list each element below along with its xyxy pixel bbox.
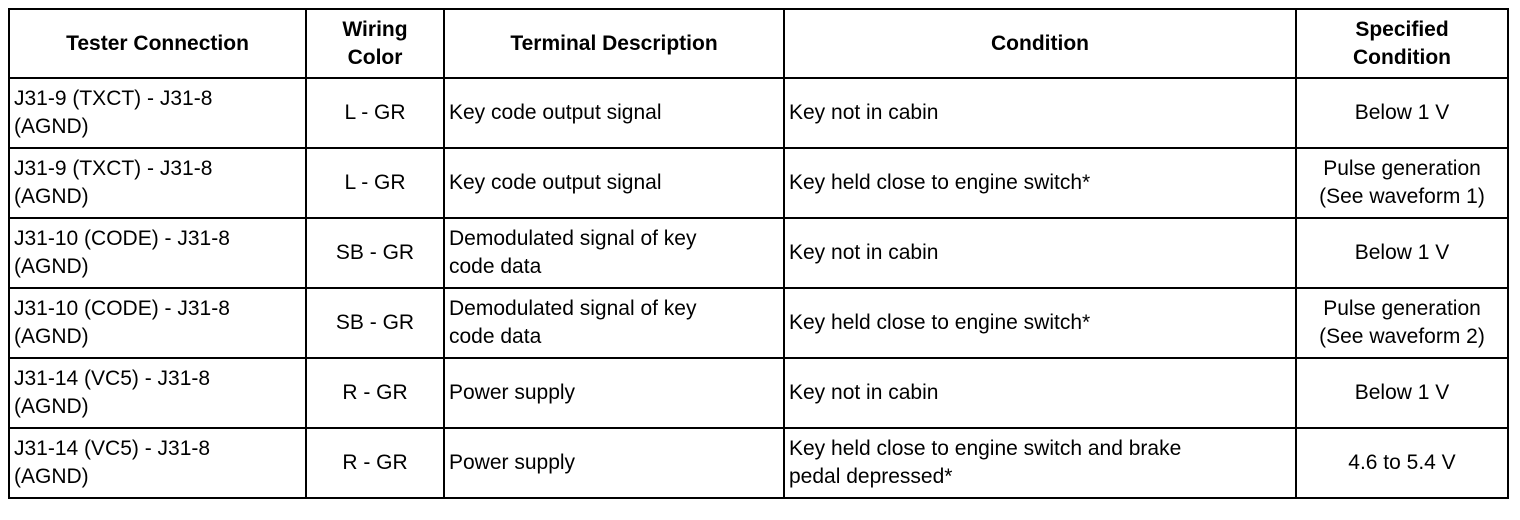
- cell-tester-connection: J31-10 (CODE) - J31-8(AGND): [8, 287, 307, 359]
- cell-text: Pulse generation(See waveform 2): [1319, 297, 1485, 348]
- cell-text: J31-10 (CODE) - J31-8(AGND): [14, 227, 230, 278]
- cell-text: Power supply: [449, 381, 576, 404]
- cell-text: Below 1 V: [1354, 241, 1450, 264]
- cell-text: Power supply: [449, 451, 576, 474]
- cell-tester-connection: J31-14 (VC5) - J31-8(AGND): [8, 427, 307, 499]
- cell-text: J31-14 (VC5) - J31-8(AGND): [14, 367, 211, 418]
- cell-text: Key code output signal: [449, 101, 662, 124]
- cell-terminal-description: Key code output signal: [443, 147, 785, 219]
- table-row: J31-9 (TXCT) - J31-8(AGND) L - GR Key co…: [8, 77, 1509, 149]
- cell-text: L - GR: [344, 101, 406, 124]
- cell-condition: Key not in cabin: [783, 357, 1297, 429]
- cell-text: Key held close to engine switch and brak…: [789, 437, 1182, 488]
- cell-text: Key not in cabin: [789, 101, 939, 124]
- header-label: Condition: [991, 31, 1089, 55]
- cell-tester-connection: J31-9 (TXCT) - J31-8(AGND): [8, 77, 307, 149]
- cell-wiring-color: R - GR: [305, 357, 445, 429]
- cell-text: Below 1 V: [1354, 381, 1450, 404]
- cell-text: J31-9 (TXCT) - J31-8(AGND): [14, 157, 213, 208]
- cell-text: R - GR: [342, 451, 408, 474]
- cell-wiring-color: L - GR: [305, 147, 445, 219]
- cell-specified-condition: Pulse generation(See waveform 2): [1295, 287, 1509, 359]
- cell-specified-condition: Below 1 V: [1295, 77, 1509, 149]
- cell-text: Key held close to engine switch*: [789, 171, 1091, 194]
- cell-terminal-description: Power supply: [443, 427, 785, 499]
- cell-tester-connection: J31-9 (TXCT) - J31-8(AGND): [8, 147, 307, 219]
- cell-tester-connection: J31-10 (CODE) - J31-8(AGND): [8, 217, 307, 289]
- header-label: Terminal Description: [510, 31, 718, 55]
- cell-terminal-description: Key code output signal: [443, 77, 785, 149]
- cell-text: J31-14 (VC5) - J31-8(AGND): [14, 437, 211, 488]
- cell-text: L - GR: [344, 171, 406, 194]
- cell-text: Key not in cabin: [789, 241, 939, 264]
- table-row: J31-9 (TXCT) - J31-8(AGND) L - GR Key co…: [8, 147, 1509, 219]
- header-condition: Condition: [783, 8, 1297, 79]
- table-row: J31-10 (CODE) - J31-8(AGND) SB - GR Demo…: [8, 287, 1509, 359]
- cell-condition: Key held close to engine switch*: [783, 147, 1297, 219]
- cell-terminal-description: Power supply: [443, 357, 785, 429]
- header-terminal-description: Terminal Description: [443, 8, 785, 79]
- cell-specified-condition: Below 1 V: [1295, 357, 1509, 429]
- cell-wiring-color: L - GR: [305, 77, 445, 149]
- table-row: J31-10 (CODE) - J31-8(AGND) SB - GR Demo…: [8, 217, 1509, 289]
- cell-text: Key not in cabin: [789, 381, 939, 404]
- cell-text: Key held close to engine switch*: [789, 311, 1091, 334]
- cell-wiring-color: R - GR: [305, 427, 445, 499]
- table-row: J31-14 (VC5) - J31-8(AGND) R - GR Power …: [8, 357, 1509, 429]
- cell-wiring-color: SB - GR: [305, 287, 445, 359]
- cell-condition: Key held close to engine switch and brak…: [783, 427, 1297, 499]
- cell-specified-condition: Pulse generation(See waveform 1): [1295, 147, 1509, 219]
- cell-text: SB - GR: [335, 311, 415, 334]
- header-tester-connection: Tester Connection: [8, 8, 307, 79]
- cell-condition: Key not in cabin: [783, 77, 1297, 149]
- cell-condition: Key held close to engine switch*: [783, 287, 1297, 359]
- cell-text: SB - GR: [335, 241, 415, 264]
- cell-text: J31-9 (TXCT) - J31-8(AGND): [14, 87, 213, 138]
- cell-wiring-color: SB - GR: [305, 217, 445, 289]
- cell-specified-condition: 4.6 to 5.4 V: [1295, 427, 1509, 499]
- cell-text: J31-10 (CODE) - J31-8(AGND): [14, 297, 230, 348]
- cell-tester-connection: J31-14 (VC5) - J31-8(AGND): [8, 357, 307, 429]
- cell-condition: Key not in cabin: [783, 217, 1297, 289]
- header-label: Tester Connection: [66, 31, 249, 55]
- cell-text: Key code output signal: [449, 171, 662, 194]
- cell-text: 4.6 to 5.4 V: [1348, 451, 1456, 474]
- cell-text: R - GR: [342, 381, 408, 404]
- table-row: J31-14 (VC5) - J31-8(AGND) R - GR Power …: [8, 427, 1509, 499]
- cell-text: Pulse generation(See waveform 1): [1319, 157, 1485, 208]
- cell-specified-condition: Below 1 V: [1295, 217, 1509, 289]
- cell-text: Below 1 V: [1354, 101, 1450, 124]
